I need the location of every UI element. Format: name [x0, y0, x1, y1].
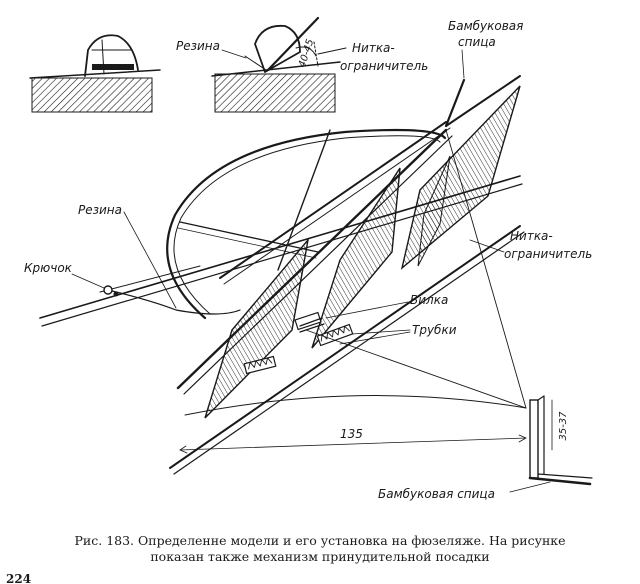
label-bamboo-top-1: Бамбуковая	[448, 19, 523, 33]
fork	[299, 317, 325, 333]
label-thread-top-2: ограничитель	[340, 59, 428, 73]
label-rubber-main: Резина	[78, 203, 122, 217]
plate-front	[204, 237, 310, 419]
dimension-135: 135	[179, 426, 527, 454]
plate-middle	[311, 167, 401, 349]
label-hook: Крючок	[24, 261, 73, 275]
rubber-band	[107, 289, 241, 315]
fuselage-rail-lower	[169, 225, 521, 469]
hook	[103, 285, 113, 295]
tube-springs	[243, 311, 354, 375]
figure-caption: Рис. 183. Определенне модели и его устан…	[20, 533, 620, 565]
dimension-35-37: 35-37	[551, 399, 569, 451]
label-bamboo-top-2: спица	[458, 35, 496, 49]
bamboo-stick-bottom	[528, 395, 593, 486]
label-bamboo-bottom: Бамбуковая спица	[378, 487, 495, 501]
inset-left-ground	[31, 77, 153, 113]
page-number: 224	[6, 572, 32, 584]
caption-line-2: показан также механизм принудительной по…	[150, 549, 490, 564]
label-rubber-top: Резина	[176, 39, 220, 53]
label-dim-35-37: 35-37	[558, 411, 569, 441]
label-fork: Вилка	[410, 293, 448, 307]
label-thread-top-1: Нитка-	[352, 41, 395, 55]
inset-middle: Резина 40-45 Нитка- ограничитель	[176, 16, 428, 113]
plate-rear	[400, 85, 521, 270]
hoop	[166, 128, 447, 320]
caption-line-1: Рис. 183. Определенне модели и его устан…	[74, 533, 566, 548]
thread-limiter	[445, 129, 527, 409]
label-dim-135: 135	[340, 427, 363, 441]
inset-left-stabilizer	[84, 34, 139, 77]
label-thread-main-1: Нитка-	[510, 229, 553, 243]
inset-middle-stabilizer	[254, 24, 301, 73]
inset-middle-ground	[214, 73, 336, 113]
technical-drawing: Резина 40-45 Нитка- ограничитель Бамбуко…	[24, 16, 593, 501]
bamboo-stick-top	[444, 78, 466, 128]
main-assembly: 135 35-37	[39, 75, 593, 486]
label-thread-main-2: ограничитель	[504, 247, 592, 261]
label-tubes: Трубки	[412, 323, 457, 337]
inset-left	[29, 34, 161, 113]
